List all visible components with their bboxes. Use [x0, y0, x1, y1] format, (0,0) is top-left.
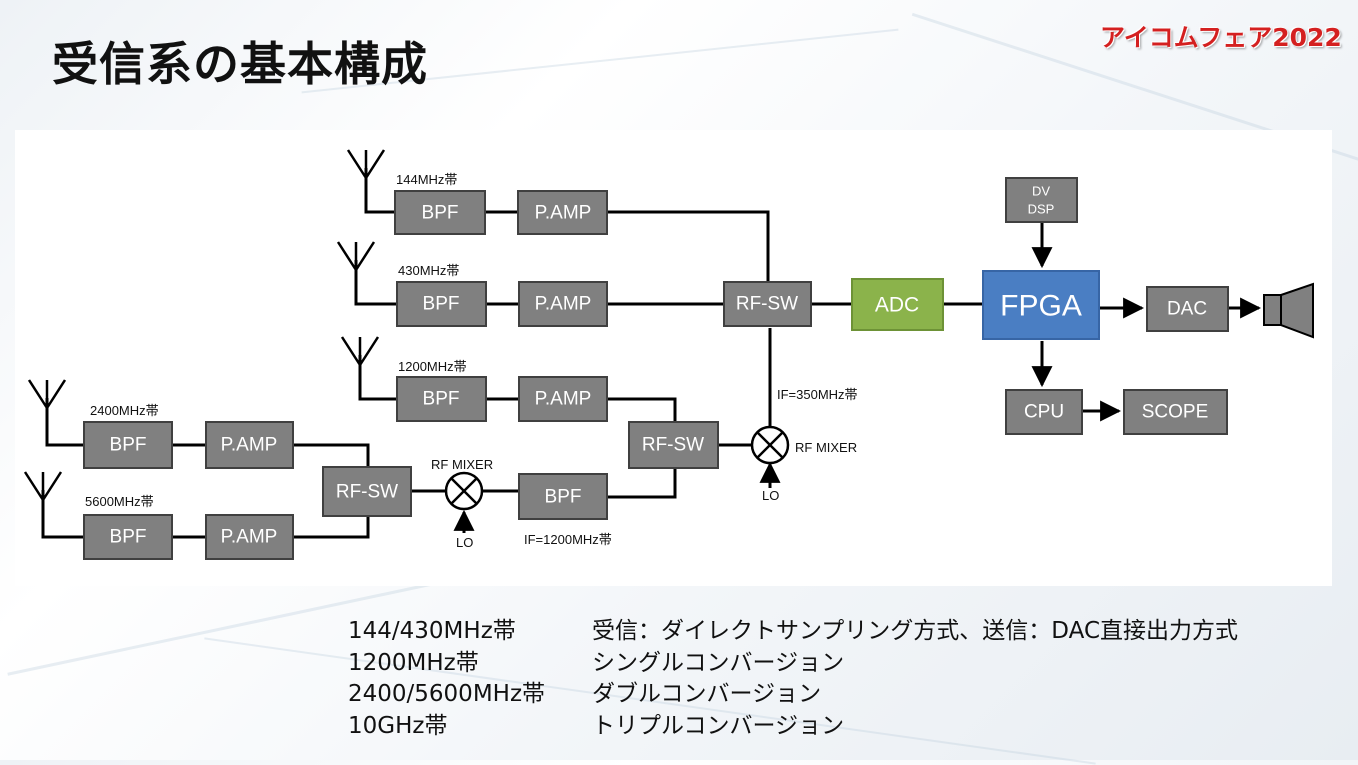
band-1200-label: 1200MHz帯	[398, 359, 467, 374]
pamp-5600-label: P.AMP	[221, 527, 278, 548]
bpf-430-block	[396, 281, 487, 327]
pamp-430-label: P.AMP	[535, 294, 592, 315]
note-desc: トリプルコンバージョン	[592, 712, 845, 739]
band-2400-label: 2400MHz帯	[90, 403, 159, 418]
cpu-label: CPU	[1024, 402, 1064, 423]
note-band: 2400/5600MHz帯	[348, 681, 546, 707]
bpf-144-block	[394, 190, 486, 235]
slide-title: 受信系の基本構成	[52, 37, 428, 91]
signal-wires	[41, 168, 1262, 539]
pamp-2400-block	[205, 421, 294, 469]
antenna-1200-icon	[340, 336, 380, 368]
pamp-1200-block	[518, 376, 608, 422]
mixer-right-icon	[750, 425, 790, 465]
mixer-left-icon	[444, 471, 484, 511]
receiver-block-diagram: BPF P.AMP BPF P.AMP RF-SW ADC FPGA DV DS…	[23, 149, 1314, 560]
if1200-label: IF=1200MHz帯	[524, 532, 612, 547]
pamp-144-block	[517, 190, 608, 235]
lo-right-label: LO	[762, 488, 779, 503]
rfsw-main-label: RF-SW	[736, 294, 798, 315]
bpf-2400-block	[83, 421, 173, 469]
note-desc: シングルコンバージョン	[592, 649, 845, 676]
pamp-430-block	[518, 281, 608, 327]
pamp-1200-label: P.AMP	[535, 389, 592, 410]
dvdsp-block	[1005, 177, 1078, 223]
antenna-5600-icon	[23, 471, 63, 503]
pamp-144-label: P.AMP	[535, 203, 592, 224]
rfsw-1200-block	[628, 421, 719, 469]
rf-mixer-right-label: RF MIXER	[795, 440, 857, 455]
antenna-icons	[23, 149, 386, 503]
fpga-block	[982, 270, 1100, 340]
scope-label: SCOPE	[1142, 402, 1209, 423]
adc-block	[851, 278, 944, 331]
mixer-icons	[444, 425, 790, 511]
adc-label: ADC	[875, 294, 919, 317]
bpf-430-label: BPF	[423, 294, 460, 315]
pamp-2400-label: P.AMP	[221, 435, 278, 456]
note-band: 10GHz帯	[348, 712, 448, 739]
rfsw-left-block	[322, 466, 412, 517]
lo-left-label: LO	[456, 535, 473, 550]
bpf-if1200-block	[518, 473, 608, 520]
conversion-notes: 144/430MHz帯 受信：ダイレクトサンプリング方式、送信：DAC直接出力方…	[348, 611, 1239, 739]
band-144-label: 144MHz帯	[396, 172, 457, 187]
rfsw-left-label: RF-SW	[336, 482, 398, 503]
note-desc: 受信：ダイレクトサンプリング方式、送信：DAC直接出力方式	[592, 618, 1239, 644]
note-band: 1200MHz帯	[348, 649, 479, 676]
band-430-label: 430MHz帯	[398, 263, 459, 278]
bpf-5600-label: BPF	[110, 527, 147, 548]
bpf-2400-label: BPF	[110, 435, 147, 456]
pamp-5600-block	[205, 514, 294, 560]
note-desc: ダブルコンバージョン	[592, 681, 822, 707]
if350-label: IF=350MHz帯	[777, 387, 858, 402]
note-row: 144/430MHz帯 受信：ダイレクトサンプリング方式、送信：DAC直接出力方…	[348, 611, 1239, 644]
bpf-1200-block	[396, 376, 487, 422]
rf-mixer-left-label: RF MIXER	[431, 457, 493, 472]
band-5600-label: 5600MHz帯	[85, 494, 154, 509]
bpf-1200-label: BPF	[423, 389, 460, 410]
blocks	[83, 177, 1229, 560]
antenna-144-icon	[346, 149, 386, 181]
rfsw-main-block	[723, 281, 812, 327]
antenna-430-icon	[336, 241, 376, 273]
note-row: 2400/5600MHz帯 ダブルコンバージョン	[348, 674, 1238, 707]
diagram-panel: BPF P.AMP BPF P.AMP RF-SW ADC FPGA DV DS…	[15, 130, 1332, 586]
scope-block	[1123, 389, 1228, 435]
dsp-label: DSP	[1028, 202, 1055, 217]
bpf-5600-block	[83, 514, 173, 560]
speaker-icon	[1263, 282, 1314, 339]
antenna-2400-icon	[27, 379, 67, 411]
cpu-block	[1005, 389, 1083, 435]
rfsw-1200-label: RF-SW	[642, 435, 704, 456]
fpga-label: FPGA	[1000, 290, 1082, 323]
note-band: 144/430MHz帯	[348, 618, 516, 644]
note-row: 10GHz帯 トリプルコンバージョン	[348, 706, 1238, 739]
dac-label: DAC	[1167, 299, 1207, 320]
note-row: 1200MHz帯 シングルコンバージョン	[348, 643, 1238, 676]
bpf-144-label: BPF	[422, 203, 459, 224]
dv-label: DV	[1032, 184, 1050, 199]
event-logo: アイコムフェア2022	[1100, 23, 1342, 52]
dac-block	[1146, 286, 1229, 332]
bpf-if1200-label: BPF	[545, 487, 582, 508]
